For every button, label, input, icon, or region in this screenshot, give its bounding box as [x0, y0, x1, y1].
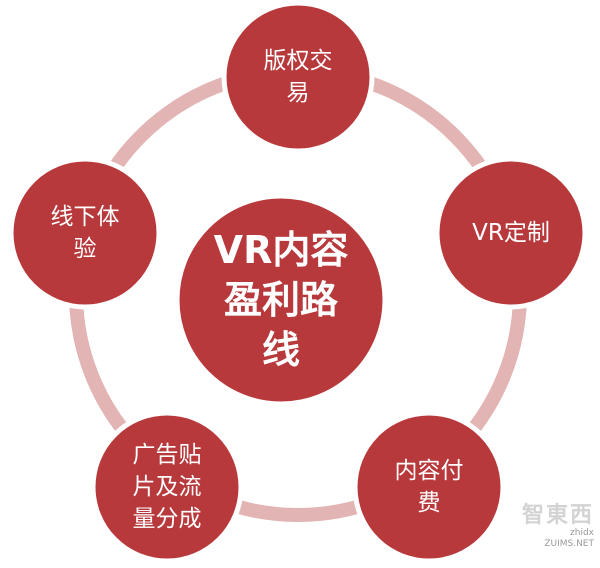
watermark-logo: 智東西 [521, 503, 594, 528]
node-circle-offline-experience [8, 156, 162, 310]
watermark-sub: zhidx [570, 528, 594, 538]
node-circle-ads-traffic-sharing [90, 410, 244, 564]
node-circle-copyright-trading [221, 0, 375, 154]
center-circle [174, 193, 388, 407]
watermark-small: ZUIMS.NET [544, 539, 594, 549]
watermark: 智東西 zhidx ZUIMS.NET [522, 504, 594, 550]
node-circle-vr-customization [434, 156, 588, 310]
node-circle-content-payment [352, 410, 506, 564]
